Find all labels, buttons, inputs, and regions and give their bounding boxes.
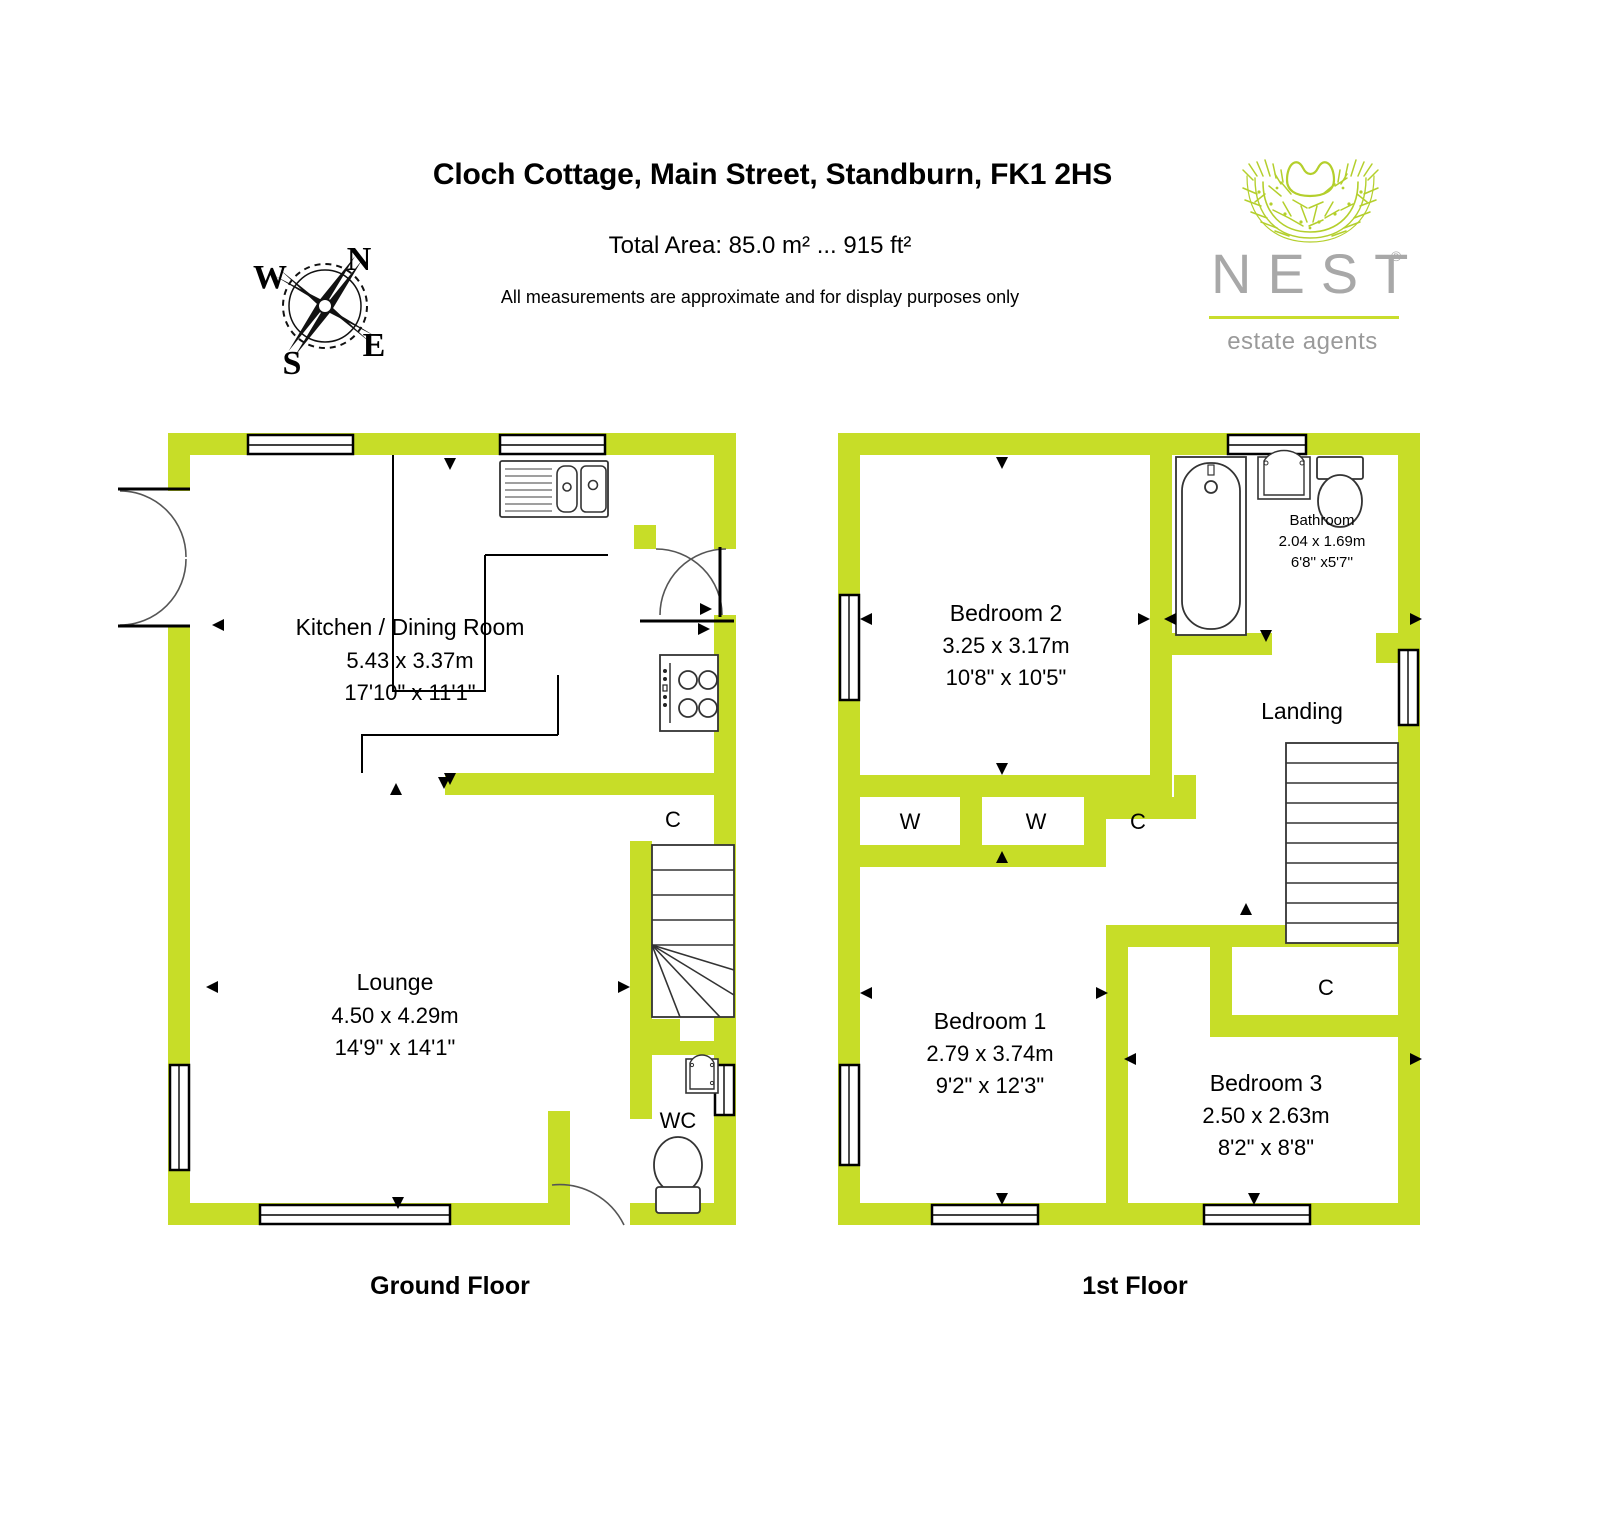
staircase-ground — [651, 844, 735, 1018]
room-dim-metric-bedroom-2: 3.25 x 3.17m — [942, 633, 1069, 658]
room-dim-metric-bathroom: 2.04 x 1.69m — [1279, 533, 1366, 550]
room-name-kitchen: Kitchen / Dining Room — [296, 614, 525, 640]
room-name-bathroom: Bathroom — [1289, 512, 1354, 529]
wc-toilet-icon — [653, 1136, 703, 1214]
hob-icon — [659, 654, 719, 732]
kitchen-sink-icon — [499, 460, 609, 518]
room-name-lounge: Lounge — [357, 969, 434, 995]
wardrobe-tag-2: W — [1026, 809, 1047, 834]
room-name-bedroom-1: Bedroom 1 — [934, 1008, 1047, 1034]
room-dim-metric-bedroom-1: 2.79 x 3.74m — [926, 1041, 1053, 1066]
room-dim-imperial-lounge: 14'9" x 14'1" — [335, 1035, 456, 1060]
window-group — [168, 433, 736, 1226]
room-dim-metric-lounge: 4.50 x 4.29m — [331, 1003, 458, 1028]
page-title: Cloch Cottage, Main Street, Standburn, F… — [432, 158, 1113, 191]
dimension-arrow-group — [860, 457, 1422, 1205]
disclaimer-text: All measurements are approximate and for… — [500, 287, 1020, 307]
total-area-text: Total Area: 85.0 m² ... 915 ft² — [608, 232, 912, 259]
window-group — [838, 433, 1420, 1226]
brand-wordmark: NEST — [1211, 242, 1425, 305]
compass-rose-icon: N W E S — [245, 232, 405, 387]
room-dim-imperial-bedroom-3: 8'2" x 8'8" — [1218, 1135, 1314, 1160]
registered-trademark-icon: ® — [1391, 248, 1402, 264]
kitchen-counter-outline — [361, 455, 608, 773]
room-name-bedroom-2: Bedroom 2 — [950, 600, 1063, 626]
wardrobe-tag-1: W — [900, 809, 921, 834]
compass-east-label: E — [363, 327, 386, 364]
brand-logo: NEST ® estate agents — [1195, 148, 1425, 373]
compass-west-label: W — [253, 259, 287, 296]
room-dim-imperial-bedroom-2: 10'8" x 10'5" — [946, 665, 1067, 690]
cupboard-tag-bedroom3: C — [1318, 975, 1334, 1000]
nest-mark-icon — [1213, 148, 1408, 248]
cupboard-tag-landing: C — [1130, 809, 1146, 834]
door-group — [118, 487, 734, 1226]
room-dim-metric-bedroom-3: 2.50 x 2.63m — [1202, 1103, 1329, 1128]
room-dim-imperial-kitchen: 17'10" x 11'1" — [344, 680, 475, 705]
cupboard-tag-ground: C — [665, 807, 681, 832]
wc-basin-icon — [685, 1054, 719, 1094]
room-dim-imperial-bathroom: 6'8'' x5'7'' — [1291, 554, 1353, 571]
room-dim-metric-kitchen: 5.43 x 3.37m — [346, 648, 473, 673]
room-name-bedroom-3: Bedroom 3 — [1210, 1070, 1323, 1096]
dimension-arrow-group — [206, 458, 712, 1209]
room-dim-imperial-bedroom-1: 9'2" x 12'3" — [936, 1073, 1044, 1098]
bathroom-toilet-icon — [1316, 456, 1364, 528]
ground-floor-caption: Ground Floor — [370, 1272, 530, 1300]
first-floor-caption: 1st Floor — [1082, 1272, 1188, 1300]
wc-tag: WC — [660, 1108, 697, 1133]
compass-south-label: S — [283, 345, 302, 382]
landing-tag: Landing — [1261, 698, 1343, 724]
bathroom-basin-icon — [1257, 449, 1311, 500]
first-floor-plan: Bedroom 2 3.25 x 3.17m 10'8" x 10'5" Bat… — [820, 425, 1440, 1245]
brand-tagline: estate agents — [1227, 328, 1378, 355]
brand-rule-divider — [1209, 316, 1399, 319]
ground-floor-plan: Kitchen / Dining Room 5.43 x 3.37m 17'10… — [100, 425, 760, 1245]
bath-icon — [1175, 456, 1247, 636]
staircase-first — [1285, 742, 1399, 944]
compass-north-label: N — [347, 241, 372, 278]
